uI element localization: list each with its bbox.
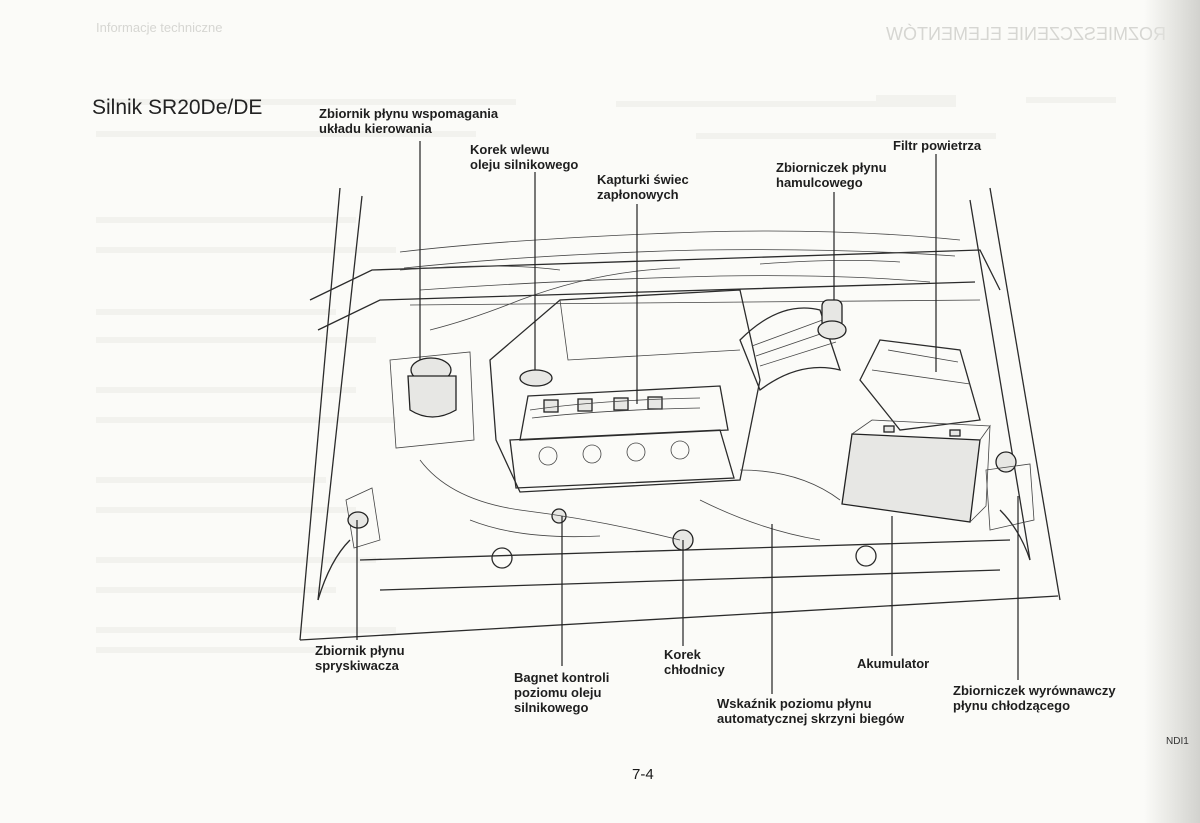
page-number: 7-4 <box>632 766 654 783</box>
label-air-filter: Filtr powietrza <box>893 138 982 153</box>
strut-tower-right <box>855 545 877 567</box>
label-engine-oil-dipstick: Bagnet kontroli poziomu oleju silnikoweg… <box>514 670 610 715</box>
coolant-reservoir <box>985 451 1035 531</box>
label-spark-plug-caps: Kapturki świec zapłonowych <box>597 172 689 202</box>
label-battery: Akumulator <box>857 656 930 671</box>
edge-code: NDI1 <box>1166 736 1189 747</box>
page-title: Silnik SR20De/DE <box>92 96 263 119</box>
label-brake-fluid-reservoir: Zbiorniczek płynu hamulcowego <box>776 160 887 190</box>
body-outline <box>299 187 1061 641</box>
label-power-steering-reservoir: Zbiornik płynu wspomagania układu kierow… <box>319 106 499 136</box>
label-coolant-reservoir: Zbiorniczek wyrównawczy płynu chłodząceg… <box>953 683 1116 713</box>
label-oil-filler-cap: Korek wlewu oleju silnikowego <box>470 142 579 172</box>
label-atf-dipstick: Wskaźnik poziomu płynu automatycznej skr… <box>717 696 905 726</box>
label-radiator-cap: Korek chłodnicy <box>664 647 725 677</box>
strut-tower-left <box>491 547 513 569</box>
brake-fluid-reservoir <box>817 299 847 340</box>
callout-lines <box>356 141 1019 694</box>
running-header-left: Informacje techniczne <box>96 20 223 35</box>
oil-filler-cap <box>519 369 553 387</box>
power-steering-reservoir <box>389 351 475 449</box>
page-edge-shadow <box>1144 0 1200 823</box>
bleed-through-lines <box>96 95 1116 653</box>
label-washer-tank: Zbiornik płynu spryskiwacza <box>315 643 405 673</box>
air-intake <box>739 307 981 431</box>
washer-tank <box>345 487 381 549</box>
battery <box>841 419 991 523</box>
engine-block <box>489 289 761 493</box>
